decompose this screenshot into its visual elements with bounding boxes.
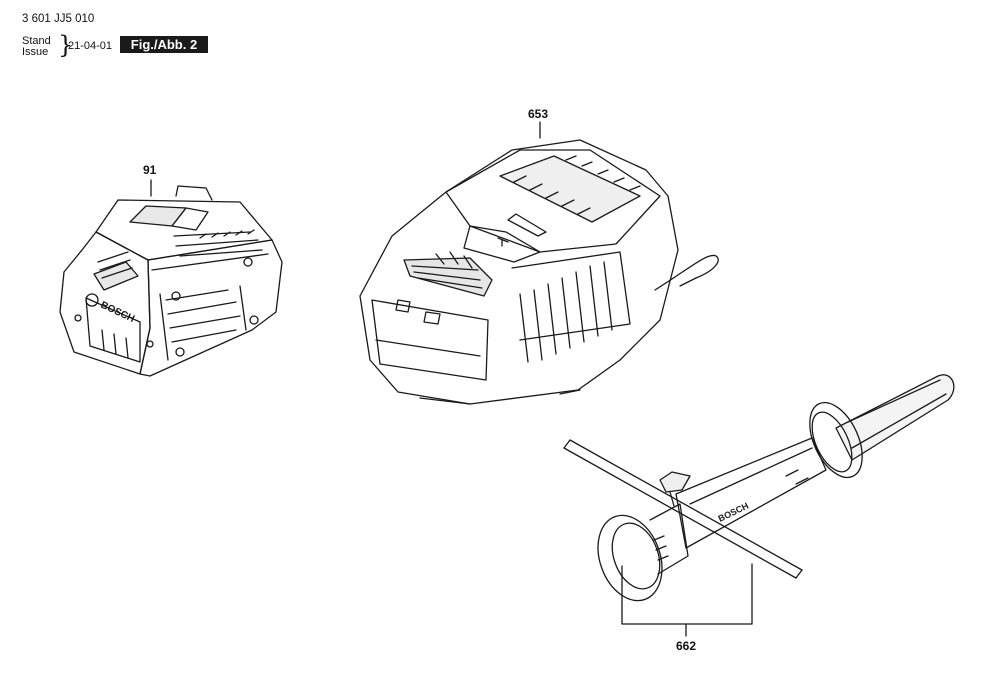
- leader-bracket-handle: [622, 564, 752, 624]
- battery-brand-mark: BOSCH: [99, 300, 136, 325]
- charger: [360, 122, 718, 404]
- charger-cable: [655, 255, 718, 290]
- figure-badge: Fig./Abb. 2: [120, 36, 208, 53]
- battery-logo-circle: [86, 294, 98, 306]
- date-brace: }: [58, 31, 74, 59]
- auxiliary-handle: BOSCH: [564, 375, 954, 636]
- issue-date: 21-04-01: [68, 40, 113, 52]
- callout-charger: 653: [528, 107, 549, 121]
- depth-stop-rod: [564, 440, 802, 578]
- stand-label: Stand: [22, 35, 51, 47]
- handle-brand-mark: BOSCH: [716, 501, 750, 524]
- callout-handle: 662: [676, 639, 697, 653]
- issue-label: Issue: [22, 46, 49, 58]
- battery-pack: BOSCH: [60, 180, 282, 376]
- part-number: 3 601 JJ5 010: [22, 13, 95, 25]
- callout-battery: 91: [143, 163, 157, 177]
